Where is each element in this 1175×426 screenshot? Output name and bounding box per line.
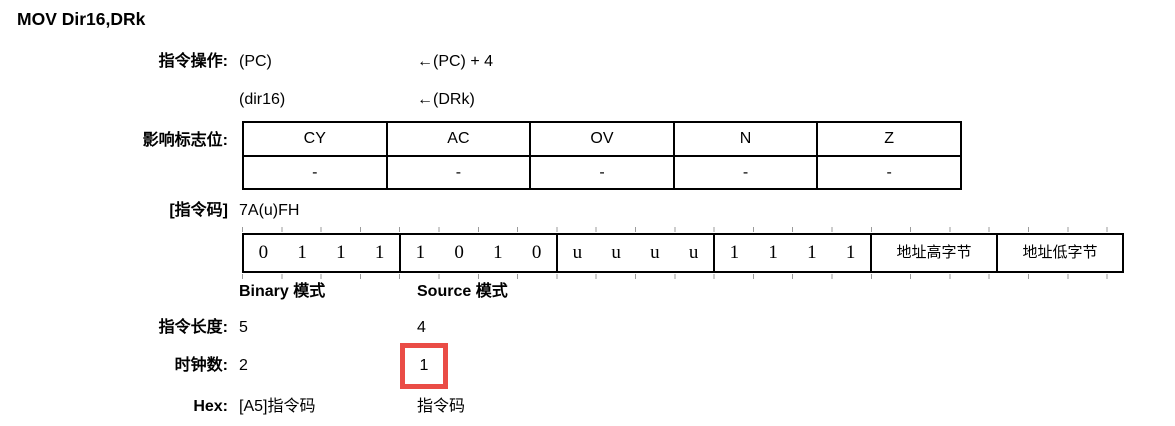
operation-line1-rhs: ←(PC) + 4 xyxy=(417,53,494,70)
hex-binary-value: [A5]指令码 xyxy=(239,397,315,417)
page-title: MOV Dir16,DRk xyxy=(17,9,146,29)
bit-cell: 0 xyxy=(454,242,464,263)
flag-value-n: - xyxy=(672,157,817,188)
flags-header-row: CY AC OV N Z xyxy=(244,123,960,157)
address-low-byte-cell: 地址低字节 xyxy=(996,235,1122,271)
opcode-label: [指令码] xyxy=(169,202,228,219)
clocks-binary-value: 2 xyxy=(239,357,248,374)
flag-header-ov: OV xyxy=(529,123,673,155)
operation-label: 指令操作: xyxy=(158,53,228,70)
flag-value-cy: - xyxy=(312,163,318,181)
length-binary-value: 5 xyxy=(239,319,248,336)
bit-cell: u xyxy=(650,242,660,263)
flag-header-ac: AC xyxy=(385,123,530,155)
bit-cell: 1 xyxy=(768,242,778,263)
flags-value-row: - - - - - xyxy=(244,157,960,188)
flag-value-ov: - xyxy=(529,157,673,188)
bit-cell: u xyxy=(688,242,699,263)
hex-source-value: 指令码 xyxy=(417,398,466,415)
bit-cell: u xyxy=(572,242,583,263)
address-high-byte-cell: 地址高字节 xyxy=(870,235,996,271)
bit-cell: 1 xyxy=(415,242,426,263)
flag-header-z: Z xyxy=(816,123,960,155)
bit-cell: 1 xyxy=(374,242,385,263)
bit-cell: 1 xyxy=(493,242,503,263)
flag-header-n: N xyxy=(672,123,817,155)
bit-cell: 1 xyxy=(729,242,740,263)
bit-group-4: 1 1 1 1 xyxy=(713,235,870,271)
bit-cell: 0 xyxy=(258,242,269,263)
encoding-ticks-bottom xyxy=(242,274,1126,279)
flags-table: CY AC OV N Z - - - - - xyxy=(242,121,962,190)
flag-value-ac: - xyxy=(385,157,530,188)
bit-cell: 1 xyxy=(297,242,307,263)
operation-line1-lhs: (PC) xyxy=(239,53,272,70)
length-label: 指令长度: xyxy=(158,319,228,336)
hex-label: Hex: xyxy=(193,398,228,415)
opcode-hex: 7A(u)FH xyxy=(239,202,300,219)
mode-binary-label: Binary 模式 xyxy=(239,283,326,300)
mode-source-label: Source 模式 xyxy=(417,283,508,300)
bit-cell: 0 xyxy=(531,242,542,263)
operation-line2-rhs: ←(DRk) xyxy=(417,91,475,108)
bit-cell: u xyxy=(611,242,621,263)
flag-header-cy: CY xyxy=(303,130,326,147)
bit-cell: 1 xyxy=(845,242,856,263)
operation-line2-lhs: (dir16) xyxy=(239,91,286,108)
flag-value-z: - xyxy=(816,157,960,188)
highlight-box: 1 xyxy=(400,343,448,389)
clocks-source-value: 1 xyxy=(419,357,429,374)
hex-binary-bracket: [A5] xyxy=(239,398,268,415)
hex-binary-opcode-text: 指令码 xyxy=(267,398,316,415)
bit-cell: 1 xyxy=(807,242,817,263)
encoding-ticks-top xyxy=(242,227,1126,232)
encoding-table: 0 1 1 1 1 0 1 0 u u u u 1 1 1 1 地址高字节 地址… xyxy=(242,233,1124,273)
length-source-value: 4 xyxy=(417,319,426,336)
flags-label: 影响标志位: xyxy=(142,132,228,149)
bit-cell: 1 xyxy=(336,242,346,263)
bit-group-3: u u u u xyxy=(556,235,713,271)
clocks-label: 时钟数: xyxy=(174,357,228,374)
bit-group-2: 1 0 1 0 xyxy=(399,235,556,271)
bit-group-1: 0 1 1 1 xyxy=(244,235,399,271)
